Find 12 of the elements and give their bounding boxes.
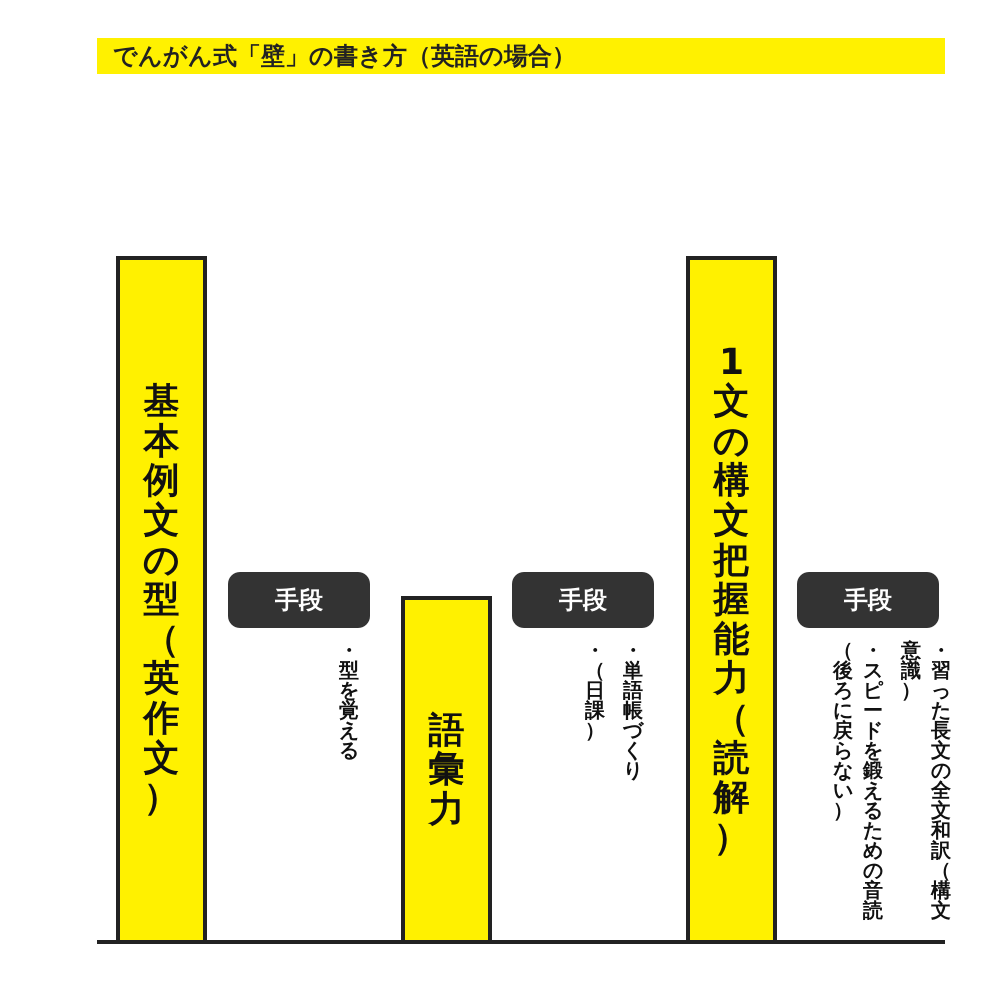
method-badge: 手段 — [512, 572, 654, 628]
bullet-text: ・スピードを鍛えるための音読（後ろに戻らない） — [832, 640, 884, 924]
pillar-label: 基本例文の型（英作文） — [142, 382, 180, 818]
method-badge: 手段 — [228, 572, 370, 628]
pillar-label: 語彙力 — [428, 710, 466, 830]
bullet-text: ・単語帳づくり — [622, 640, 644, 784]
bullet-text: ・（日課） — [584, 640, 606, 744]
bullet-text: ・型を覚える — [338, 640, 360, 764]
pillar-label: 1文の構文把握能力（読解） — [712, 342, 750, 858]
method-badge: 手段 — [797, 572, 939, 628]
title-banner: でんがん式「壁」の書き方（英語の場合） — [97, 38, 945, 74]
bullet-text: ・習った長文の全文和訳（構文意識） — [900, 640, 952, 924]
